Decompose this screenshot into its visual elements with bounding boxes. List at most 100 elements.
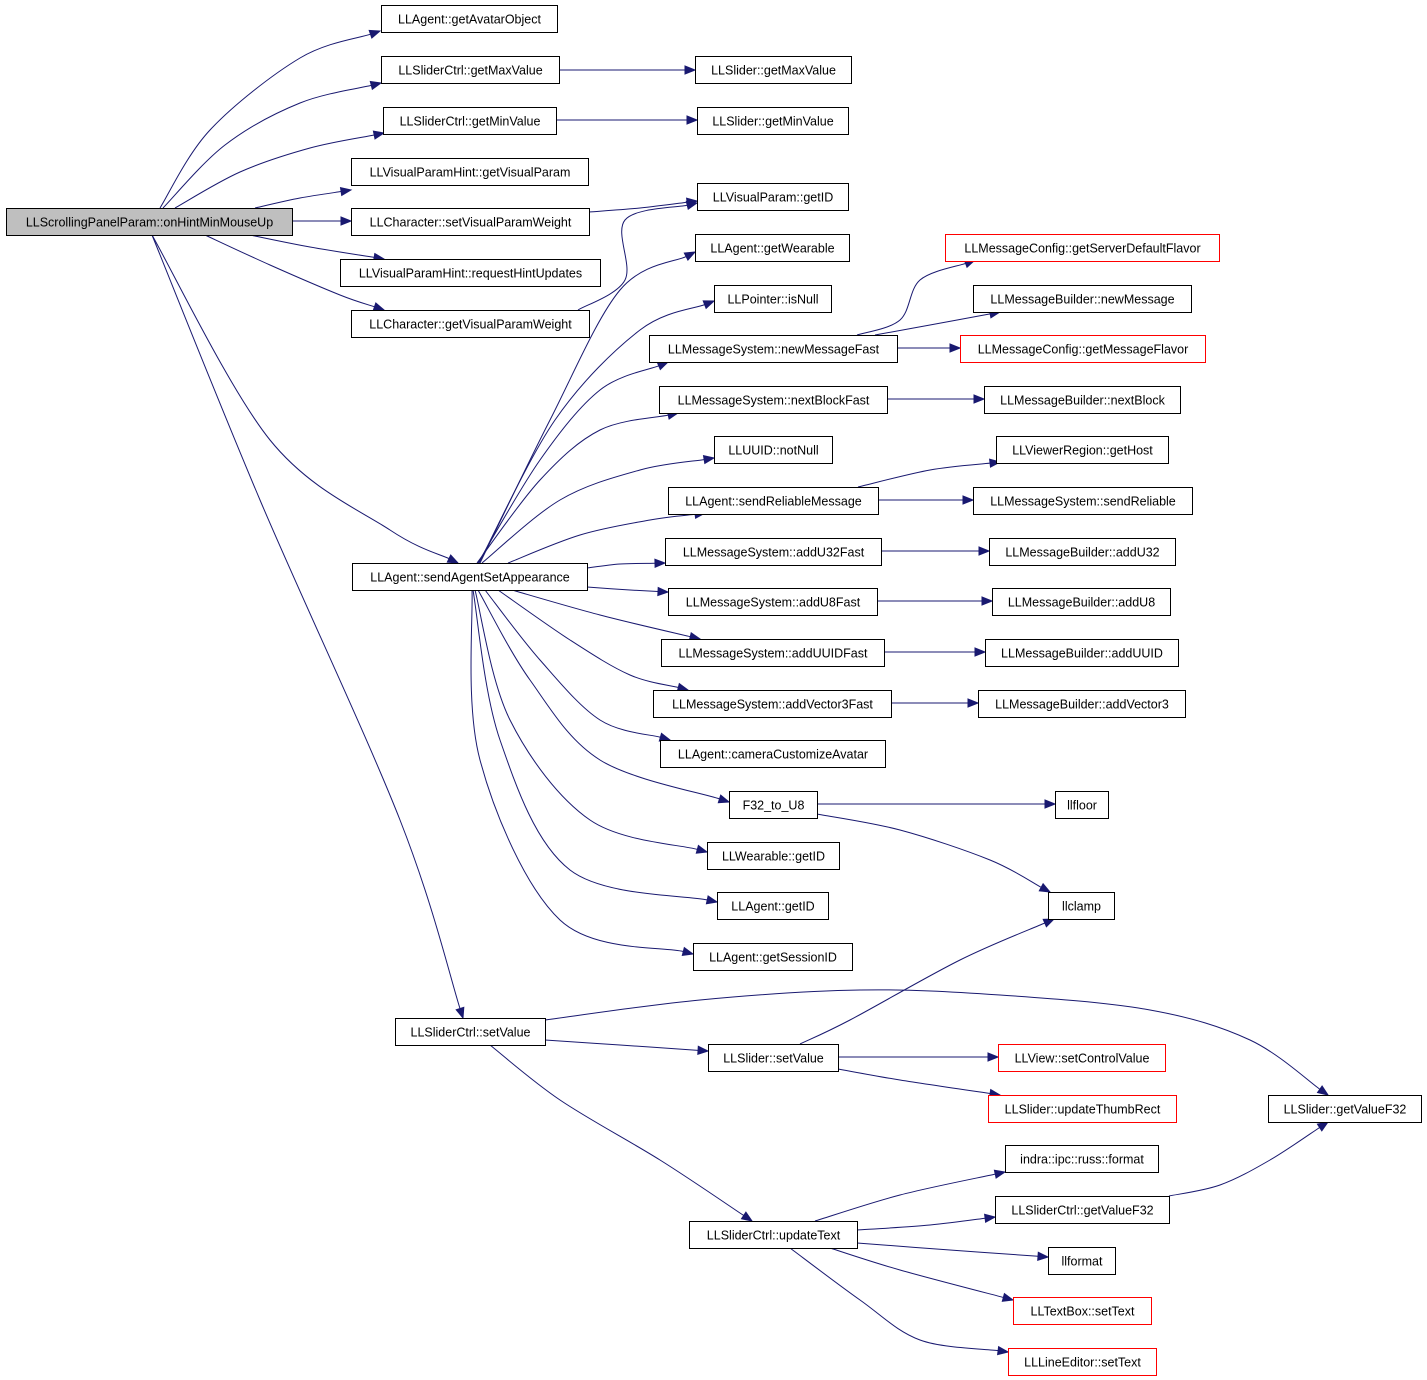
node-addUUIDFast[interactable]: LLMessageSystem::addUUIDFast [661,639,885,667]
edge-arrowhead [981,596,994,606]
node-cameraCustomizeAvatar[interactable]: LLAgent::cameraCustomizeAvatar [660,740,886,768]
node-label: LLVisualParam::getID [713,191,833,205]
node-newMessageFast[interactable]: LLMessageSystem::newMessageFast [649,335,898,363]
edge-line [857,462,991,488]
node-label: LLAgent::getID [731,900,814,914]
edge-arrowhead [1037,1251,1050,1262]
node-label: LLMessageBuilder::nextBlock [1000,394,1165,408]
node-s_getMaxValue[interactable]: LLSlider::getMaxValue [695,56,852,84]
node-vp_getID[interactable]: LLVisualParam::getID [697,183,849,211]
node-box [668,588,878,616]
node-label: LLWearable::getID [722,850,825,864]
node-sc_getMinValue[interactable]: LLSliderCtrl::getMinValue [383,107,557,135]
node-box [668,487,879,515]
node-llformat[interactable]: llformat [1048,1247,1116,1275]
truncated-node-box [960,335,1206,363]
node-addVector3[interactable]: LLMessageBuilder::addVector3 [978,690,1186,718]
node-llfloor[interactable]: llfloor [1055,791,1109,819]
node-a_getID[interactable]: LLAgent::getID [717,892,829,920]
node-tb_setText[interactable]: LLTextBox::setText [1013,1297,1152,1325]
edge-getVisualParamWeight-to-vp_getID [577,200,699,311]
edge-updateText-to-russ_format [814,1169,1007,1222]
node-label: LLUUID::notNull [728,444,818,458]
edge-s_setValue-to-llclamp [799,918,1056,1045]
node-sendReliableMessage[interactable]: LLAgent::sendReliableMessage [668,487,879,515]
node-addU8[interactable]: LLMessageBuilder::addU8 [992,588,1171,616]
node-box [689,1221,858,1249]
node-box [1005,1145,1159,1173]
edge-addU8Fast-to-addU8 [877,596,994,606]
edge-arrowhead [340,216,353,226]
node-label: LLMessageSystem::addU32Fast [683,546,865,560]
node-box [1048,892,1115,920]
node-getHost[interactable]: LLViewerRegion::getHost [996,436,1169,464]
node-newMessage[interactable]: LLMessageBuilder::newMessage [973,285,1192,313]
edge-line [544,1039,699,1051]
node-getVisualParamWeight[interactable]: LLCharacter::getVisualParamWeight [351,310,590,338]
node-label: LLMessageBuilder::addU8 [1008,596,1155,610]
edge-arrowhead [987,1052,1000,1062]
node-label: LLMessageBuilder::addU32 [1005,546,1159,560]
call-nodes: LLScrollingPanelParam::onHintMinMouseUpL… [6,5,1422,1376]
node-getSessionID[interactable]: LLAgent::getSessionID [693,943,853,971]
node-setControlValue[interactable]: LLView::setControlValue [998,1044,1166,1072]
node-sendReliable[interactable]: LLMessageSystem::sendReliable [973,487,1193,515]
node-addU32Fast[interactable]: LLMessageSystem::addU32Fast [665,538,882,566]
node-box [659,386,888,414]
node-box [707,842,840,870]
node-sendAgentSetAppearance[interactable]: LLAgent::sendAgentSetAppearance [352,563,588,591]
node-F32_to_U8[interactable]: F32_to_U8 [729,791,818,819]
node-updateText[interactable]: LLSliderCtrl::updateText [689,1221,858,1249]
node-w_getID[interactable]: LLWearable::getID [707,842,840,870]
edge-arrowhead [717,794,731,804]
node-getMessageFlavor[interactable]: LLMessageConfig::getMessageFlavor [960,335,1206,363]
node-isNull[interactable]: LLPointer::isNull [714,285,832,313]
node-sc_getValueF32[interactable]: LLSliderCtrl::getValueF32 [995,1196,1170,1224]
edge-arrowhead [1044,799,1057,809]
edge-sendAgentSetAppearance-to-getSessionID [470,589,695,956]
node-label: LLTextBox::setText [1031,1305,1136,1319]
node-s_getMinValue[interactable]: LLSlider::getMinValue [697,107,849,135]
edge-arrowhead [997,1345,1010,1356]
node-addU8Fast[interactable]: LLMessageSystem::addU8Fast [668,588,878,616]
node-addVector3Fast[interactable]: LLMessageSystem::addVector3Fast [653,690,892,718]
edge-addVector3Fast-to-addVector3 [891,698,980,708]
node-getServerDefaultFlavor[interactable]: LLMessageConfig::getServerDefaultFlavor [945,234,1220,262]
node-vph_getVisualParam[interactable]: LLVisualParamHint::getVisualParam [351,158,589,186]
node-le_setText[interactable]: LLLineEditor::setText [1008,1348,1157,1376]
node-sc_setValue[interactable]: LLSliderCtrl::setValue [395,1018,546,1046]
node-getWearable[interactable]: LLAgent::getWearable [695,234,850,262]
edge-sc_getMaxValue-to-s_getMaxValue [559,65,697,75]
edge-sendReliableMessage-to-sendReliable [878,495,975,505]
node-nextBlockFast[interactable]: LLMessageSystem::nextBlockFast [659,386,888,414]
node-box [649,335,898,363]
node-s_getValueF32[interactable]: LLSlider::getValueF32 [1268,1095,1422,1123]
edge-arrowhead [685,200,699,211]
edge-line [470,589,684,953]
node-box [1048,1247,1116,1275]
edge-line [577,204,688,311]
node-russ_format[interactable]: indra::ipc::russ::format [1005,1145,1159,1173]
node-s_setValue[interactable]: LLSlider::setValue [708,1044,839,1072]
node-addUUID[interactable]: LLMessageBuilder::addUUID [985,639,1179,667]
node-requestHintUpdates[interactable]: LLVisualParamHint::requestHintUpdates [340,259,601,287]
node-sc_getMaxValue[interactable]: LLSliderCtrl::getMaxValue [381,56,560,84]
node-notNull[interactable]: LLUUID::notNull [714,436,833,464]
node-label: LLScrollingPanelParam::onHintMinMouseUp [26,216,273,230]
edge-sendAgentSetAppearance-to-isNull [478,300,716,564]
truncated-node-box [945,234,1220,262]
edge-line [472,589,708,901]
node-llclamp[interactable]: llclamp [1048,892,1115,920]
node-updateThumbRect[interactable]: LLSlider::updateThumbRect [988,1095,1177,1123]
node-getAvatarObject[interactable]: LLAgent::getAvatarObject [381,5,558,33]
node-setVisualParamWeight[interactable]: LLCharacter::setVisualParamWeight [351,208,590,236]
edge-arrowhead [974,647,987,657]
node-root[interactable]: LLScrollingPanelParam::onHintMinMouseUp [6,208,293,236]
node-label: LLVisualParamHint::getVisualParam [370,166,571,180]
node-label: llformat [1062,1255,1104,1269]
node-addU32[interactable]: LLMessageBuilder::addU32 [989,538,1176,566]
node-nextBlock[interactable]: LLMessageBuilder::nextBlock [984,386,1181,414]
edge-updateText-to-le_setText [789,1247,1010,1356]
edge-line [588,201,688,213]
